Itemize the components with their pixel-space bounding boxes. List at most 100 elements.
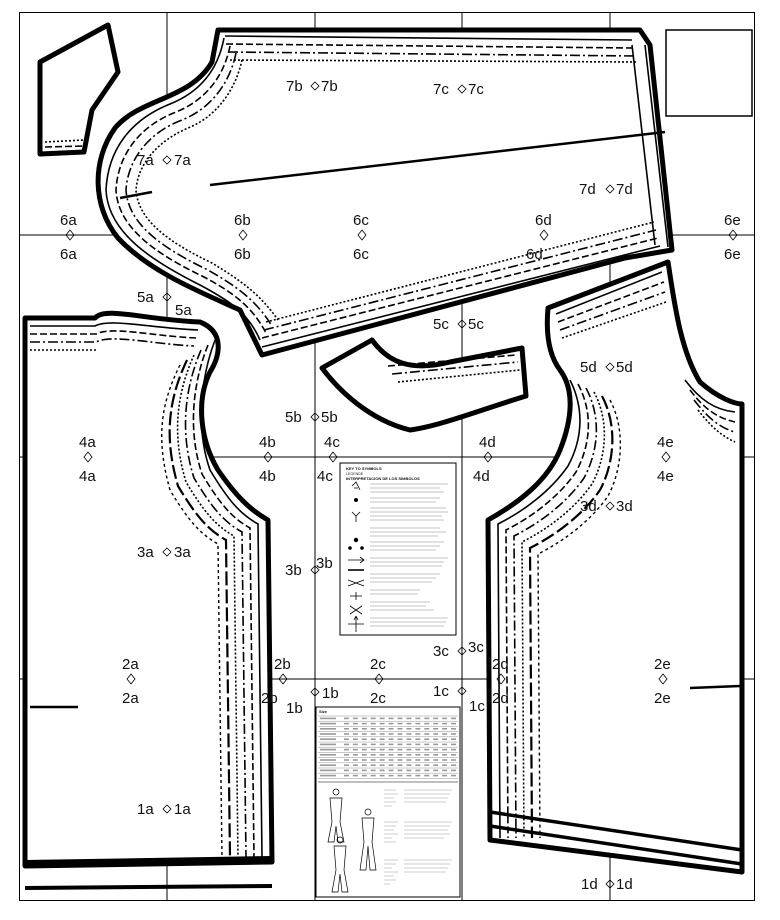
legend-symbols <box>347 481 365 632</box>
svg-text:3c: 3c <box>468 639 484 656</box>
size-chart-figures <box>327 788 377 893</box>
size-chart-cell <box>433 733 439 735</box>
size-chart-cell <box>451 743 456 746</box>
svg-text:6e: 6e <box>724 246 741 263</box>
svg-text:2c: 2c <box>370 690 386 707</box>
size-chart-cell <box>397 774 403 777</box>
size-chart-cell <box>370 759 376 761</box>
marker-2a: 2a 2a <box>122 656 139 707</box>
size-chart-cell <box>406 754 412 756</box>
size-chart-row-label <box>320 717 336 720</box>
size-chart-row-label <box>320 743 336 746</box>
marker-4c: 4c 4c <box>317 434 340 485</box>
marker-7a: 7a 7a <box>137 152 191 169</box>
size-chart-cell <box>344 764 349 766</box>
svg-text:1d: 1d <box>581 876 598 893</box>
size-chart-cell <box>379 748 385 751</box>
size-chart-cell <box>406 722 412 725</box>
size-chart-cell <box>451 774 456 777</box>
size-chart-cell <box>451 759 456 761</box>
pattern-piece-collar <box>37 22 121 157</box>
size-chart-cell <box>361 754 367 756</box>
size-chart-cell <box>370 717 376 720</box>
pattern-piece-pocket <box>319 337 529 433</box>
size-chart-cell <box>361 774 367 777</box>
size-chart-cell <box>352 738 358 740</box>
size-chart-cell <box>379 769 385 772</box>
size-chart-cell <box>442 759 448 761</box>
size-chart-cell <box>370 733 376 735</box>
size-chart-cell <box>388 759 394 761</box>
size-chart-cell <box>451 733 456 735</box>
svg-text:6c: 6c <box>353 246 369 263</box>
size-chart-cell <box>397 764 403 766</box>
size-chart-cell <box>361 759 367 761</box>
size-chart-cell <box>379 733 385 735</box>
svg-text:5d: 5d <box>616 359 633 376</box>
size-chart-cell <box>361 722 367 725</box>
size-chart-row-label <box>320 738 336 740</box>
size-chart-cell <box>406 764 412 766</box>
size-chart-cell <box>433 743 439 746</box>
svg-text:3b: 3b <box>316 555 333 572</box>
svg-text:5a: 5a <box>175 302 192 319</box>
size-chart-cell <box>352 759 358 761</box>
size-chart-cell <box>370 738 376 740</box>
size-chart-cell <box>433 754 439 756</box>
size-chart-cell <box>361 764 367 766</box>
size-chart-cell <box>415 754 421 756</box>
size-chart-cell <box>415 733 421 735</box>
pattern-piece-front-right <box>485 259 745 875</box>
size-chart-cell <box>379 717 385 720</box>
svg-text:6a: 6a <box>60 246 77 263</box>
size-chart-cell <box>424 769 430 772</box>
svg-text:4c: 4c <box>324 434 340 451</box>
size-chart-cell <box>352 769 358 772</box>
marker-4e: 4e 4e <box>657 434 674 485</box>
pattern-piece-sleeve <box>95 27 675 358</box>
size-chart-cell <box>388 738 394 740</box>
size-chart-title: Size <box>319 709 328 714</box>
legend-text-lines <box>370 483 448 627</box>
svg-text:4c: 4c <box>317 468 333 485</box>
size-chart-cell <box>370 774 376 777</box>
svg-text:5a: 5a <box>137 289 154 306</box>
size-chart-cell <box>433 748 439 751</box>
size-chart-cell <box>415 769 421 772</box>
marker-5c: 5c 5c <box>433 316 484 333</box>
size-chart-cell <box>442 738 448 740</box>
svg-text:5c: 5c <box>468 316 484 333</box>
svg-text:3b: 3b <box>285 562 302 579</box>
svg-text:4d: 4d <box>473 468 490 485</box>
size-chart-cell <box>424 717 430 720</box>
size-chart-cell <box>442 722 448 725</box>
size-chart-cell <box>451 754 456 756</box>
size-chart-cell <box>424 733 430 735</box>
svg-text:4a: 4a <box>79 434 96 451</box>
size-chart-cell <box>344 759 349 761</box>
size-chart-cell <box>415 759 421 761</box>
svg-text:1a: 1a <box>174 801 191 818</box>
size-chart-row-label <box>320 722 336 725</box>
size-chart-cell <box>388 722 394 725</box>
size-chart-cell <box>352 774 358 777</box>
size-chart-cell <box>370 743 376 746</box>
marker-6c: 6c 6c <box>353 212 369 263</box>
svg-text:6a: 6a <box>60 212 77 229</box>
marker-6a: 6a 6a <box>60 212 77 263</box>
svg-text:1c: 1c <box>469 698 485 715</box>
size-chart-cell <box>397 759 403 761</box>
svg-text:7d: 7d <box>616 181 633 198</box>
svg-text:5b: 5b <box>321 409 338 426</box>
marker-5a: 5a 5a <box>137 289 192 319</box>
svg-text:6b: 6b <box>234 246 251 263</box>
svg-text:3d: 3d <box>580 498 597 515</box>
size-chart-cell <box>451 728 456 730</box>
svg-text:5c: 5c <box>433 316 449 333</box>
size-chart-cell <box>344 769 349 772</box>
size-chart-cell <box>442 743 448 746</box>
size-chart-cell <box>424 738 430 740</box>
marker-2c: 2c 2c <box>370 656 386 707</box>
size-chart-cell <box>344 738 349 740</box>
size-chart-cell <box>352 717 358 720</box>
